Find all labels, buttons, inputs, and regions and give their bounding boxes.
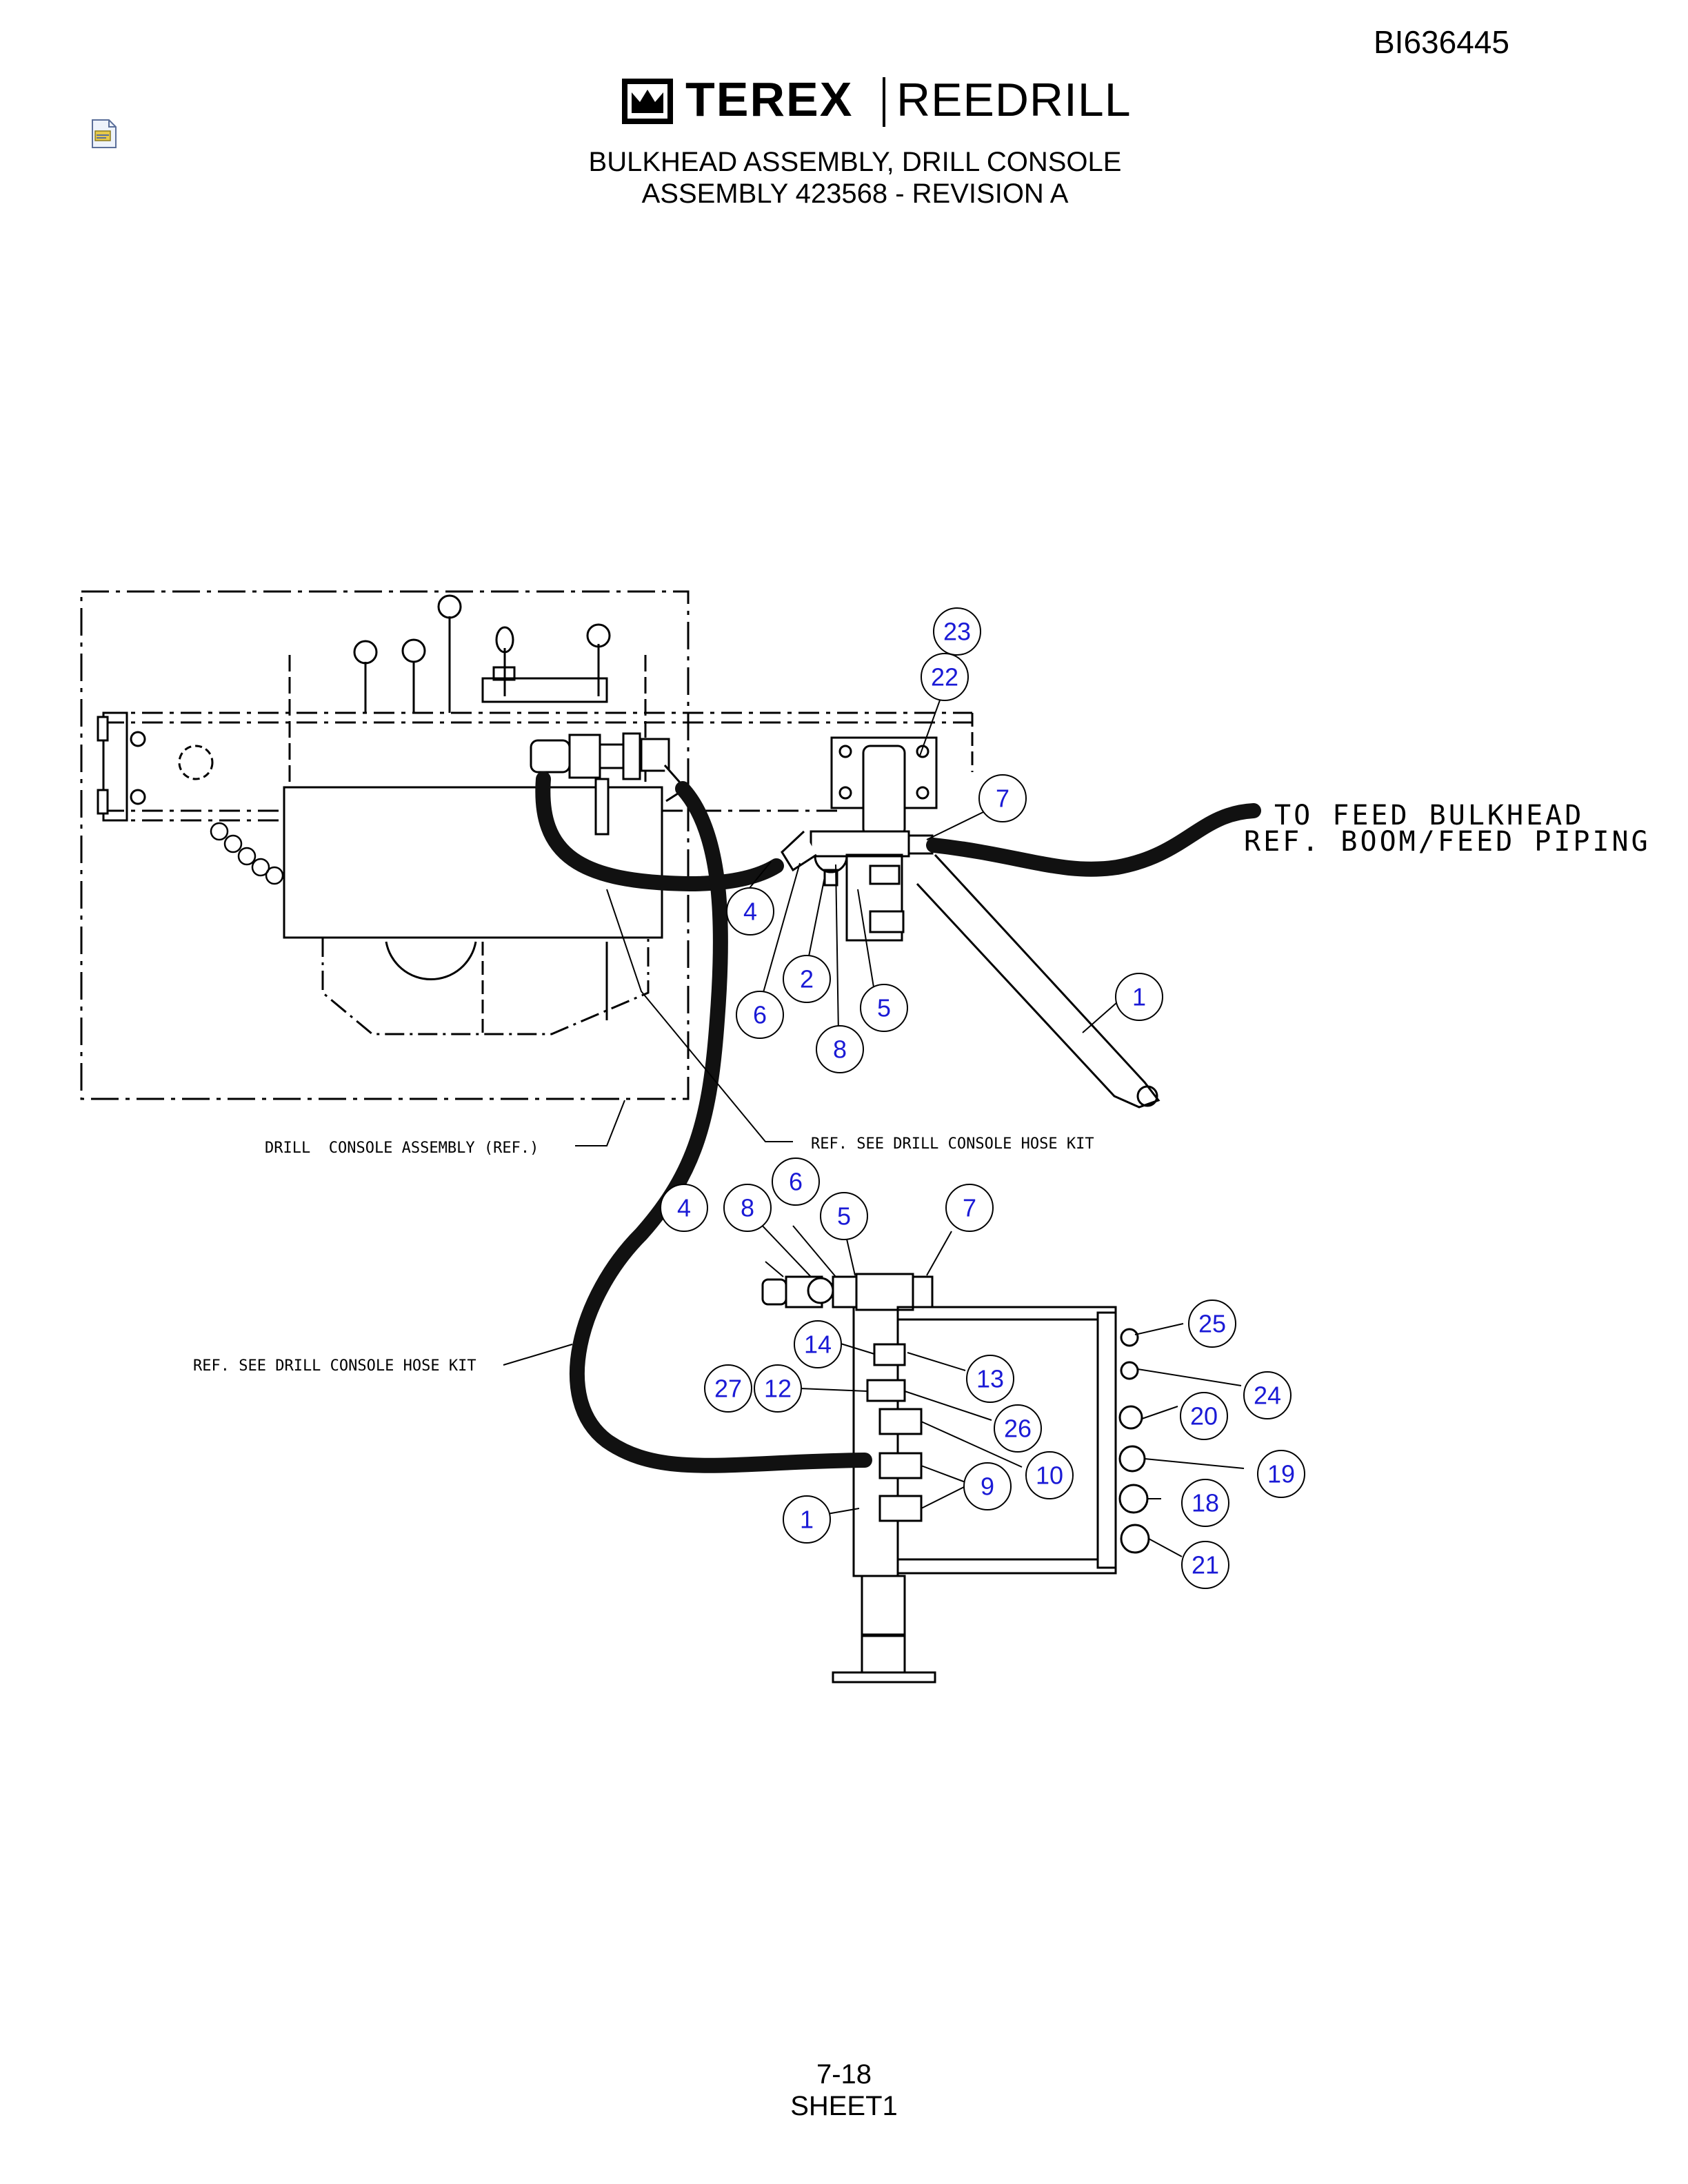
svg-text:5: 5 (837, 1202, 851, 1231)
svg-text:19: 19 (1267, 1460, 1295, 1488)
logo-brand-text: TEREX (685, 72, 854, 126)
control-levers (353, 594, 611, 713)
svg-text:4: 4 (743, 898, 757, 926)
bulkhead-mount-top (781, 736, 1160, 1109)
svg-text:24: 24 (1254, 1382, 1281, 1410)
svg-text:7: 7 (963, 1194, 976, 1222)
callout-7-lower: 7 (945, 1184, 994, 1232)
callout-1-lower: 1 (783, 1495, 831, 1544)
logo-product-text: REEDRILL (896, 74, 1132, 126)
mount-arm (916, 853, 1160, 1109)
document-attachment-icon[interactable] (91, 119, 117, 149)
bulkhead-column (861, 1575, 906, 1674)
console-reference-frame (80, 590, 690, 1100)
svg-text:12: 12 (764, 1375, 792, 1403)
bulkhead-assembly-bottom (761, 1273, 1150, 1684)
callout-18: 18 (1181, 1479, 1229, 1527)
callout-6-lower: 6 (772, 1157, 820, 1206)
svg-text:9: 9 (981, 1473, 994, 1501)
svg-text:22: 22 (931, 663, 958, 691)
callout-14: 14 (794, 1320, 842, 1368)
drive-chain (210, 822, 284, 885)
callout-8-lower: 8 (723, 1184, 772, 1232)
callout-1: 1 (1115, 973, 1163, 1021)
callout-4: 4 (726, 887, 774, 936)
svg-text:27: 27 (714, 1375, 742, 1403)
terex-crown-icon (622, 79, 673, 124)
console-body (283, 786, 663, 939)
svg-text:20: 20 (1190, 1402, 1218, 1430)
svg-text:5: 5 (877, 994, 891, 1022)
svg-text:21: 21 (1192, 1551, 1219, 1579)
svg-text:23: 23 (943, 618, 971, 646)
callout-20: 20 (1180, 1392, 1228, 1440)
svg-text:13: 13 (976, 1365, 1004, 1393)
hose-drill-console-kit (570, 781, 872, 1473)
hose-console-to-bulkhead (535, 771, 784, 892)
svg-text:10: 10 (1036, 1462, 1063, 1490)
title-line-1: BULKHEAD ASSEMBLY, DRILL CONSOLE (588, 147, 1122, 177)
label-hose-kit-upper: REF. SEE DRILL CONSOLE HOSE KIT (811, 1135, 1094, 1153)
callout-12: 12 (754, 1364, 802, 1413)
svg-text:25: 25 (1198, 1310, 1226, 1338)
callout-19: 19 (1257, 1450, 1305, 1498)
svg-text:6: 6 (789, 1168, 803, 1196)
callout-13: 13 (966, 1355, 1014, 1403)
drawing-title: BULKHEAD ASSEMBLY, DRILL CONSOLE ASSEMBL… (483, 146, 1227, 210)
svg-text:2: 2 (800, 965, 814, 993)
svg-text:1: 1 (1132, 983, 1146, 1011)
callout-23: 23 (933, 607, 981, 656)
callout-7: 7 (978, 774, 1027, 822)
callout-6: 6 (736, 991, 784, 1039)
callout-5: 5 (860, 984, 908, 1032)
hose-to-feed-bulkhead (926, 803, 1261, 877)
callout-25: 25 (1188, 1300, 1236, 1348)
callout-5-lower: 5 (820, 1192, 868, 1240)
label-hose-kit-lower: REF. SEE DRILL CONSOLE HOSE KIT (193, 1357, 476, 1375)
callout-10: 10 (1025, 1451, 1074, 1499)
callout-21: 21 (1181, 1541, 1229, 1589)
sheet-label: SHEET1 (790, 2091, 898, 2121)
document-id: BI636445 (1374, 24, 1509, 60)
console-lower-housing (321, 938, 650, 1035)
label-to-feed-bulkhead: TO FEED BULKHEAD (1274, 800, 1584, 831)
logo-divider (883, 77, 885, 127)
callout-2: 2 (783, 955, 831, 1003)
terex-reedrill-logo: TEREX REEDRILL (622, 72, 1131, 128)
svg-text:26: 26 (1004, 1415, 1032, 1443)
svg-text:14: 14 (804, 1331, 832, 1359)
page-footer: 7-18 SHEET1 (706, 2059, 982, 2122)
callout-8: 8 (816, 1025, 864, 1073)
svg-text:1: 1 (800, 1506, 814, 1534)
callout-4-lower: 4 (660, 1184, 708, 1232)
callout-22: 22 (921, 653, 969, 701)
svg-text:8: 8 (741, 1194, 754, 1222)
svg-text:7: 7 (996, 785, 1009, 813)
callout-26: 26 (994, 1404, 1042, 1453)
callout-9: 9 (963, 1462, 1012, 1510)
label-ref-boom-feed-piping: REF. BOOM/FEED PIPING (1244, 826, 1651, 858)
column-base-plate (832, 1671, 936, 1684)
svg-text:18: 18 (1192, 1489, 1219, 1517)
svg-text:8: 8 (833, 1035, 847, 1064)
svg-text:6: 6 (753, 1001, 767, 1029)
callout-27: 27 (704, 1364, 752, 1413)
title-line-2: ASSEMBLY 423568 - REVISION A (641, 179, 1069, 209)
label-drill-console-assembly: DRILL CONSOLE ASSEMBLY (REF.) (265, 1140, 539, 1157)
callout-24: 24 (1243, 1371, 1292, 1419)
boom-flange (102, 711, 128, 822)
svg-text:4: 4 (677, 1194, 691, 1222)
page-number: 7-18 (816, 2059, 872, 2090)
